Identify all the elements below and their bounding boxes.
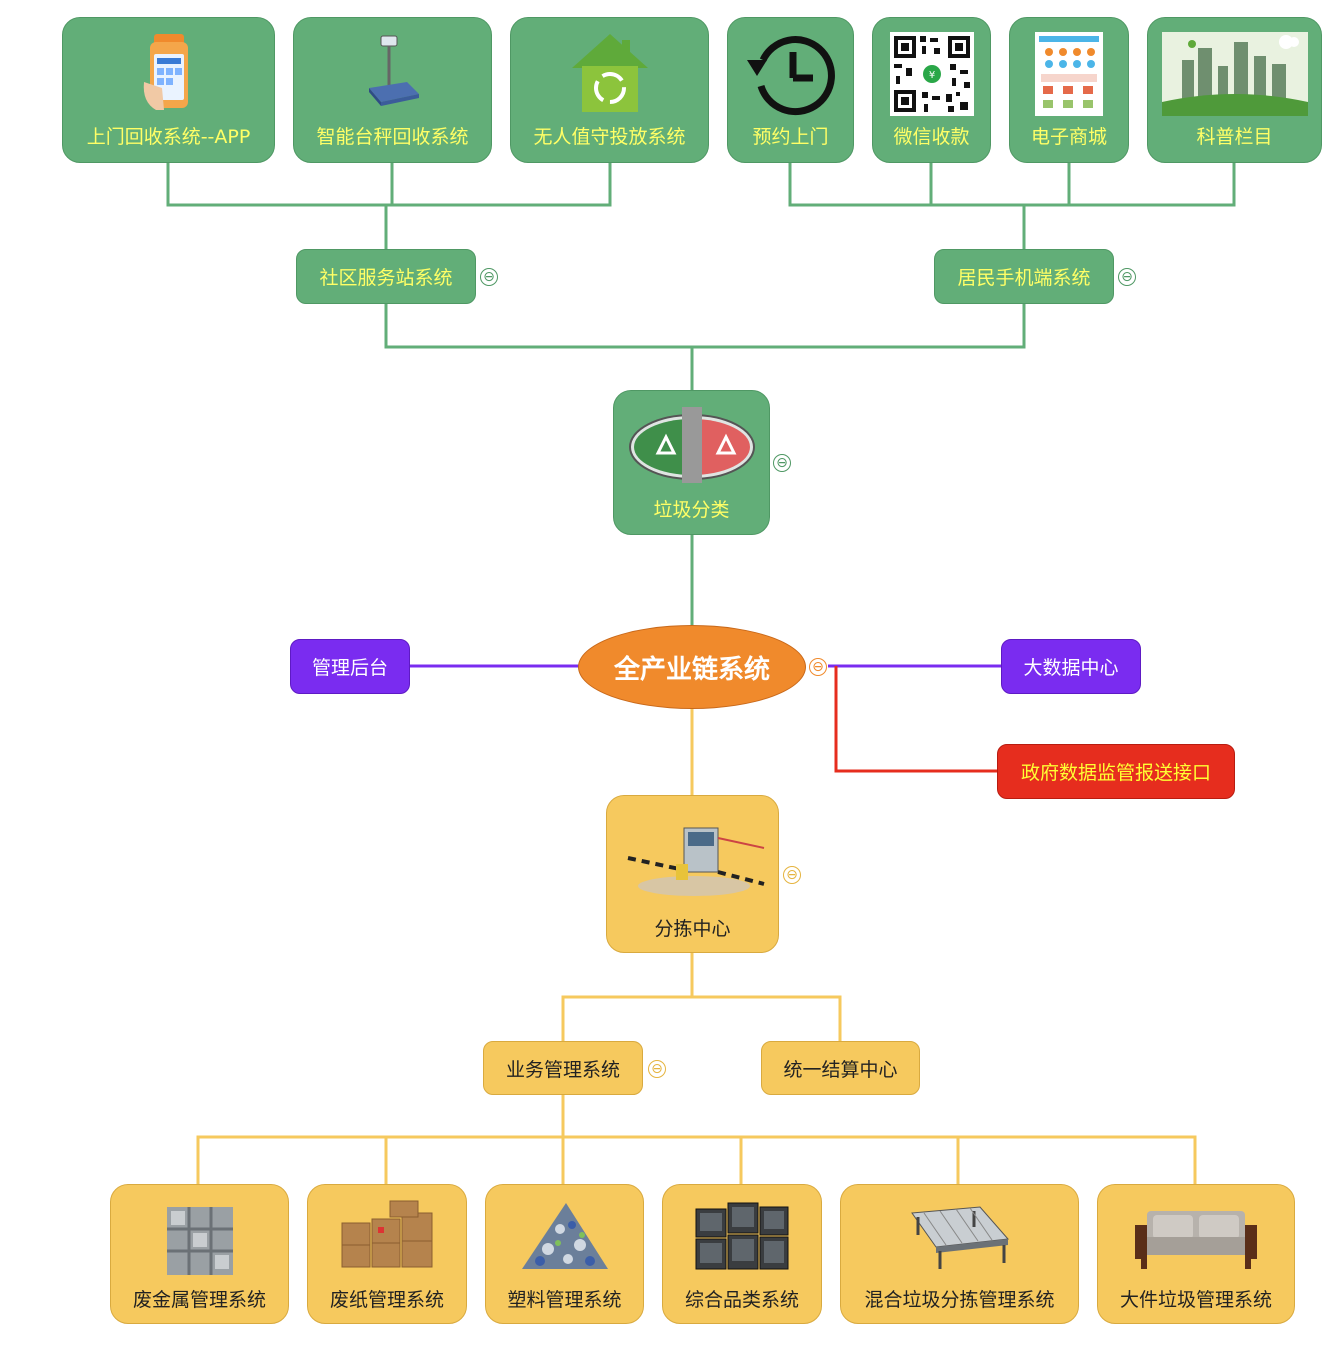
- top-app-node[interactable]: ¥ 微信收款: [872, 17, 991, 163]
- business-mgmt-node[interactable]: 业务管理系统: [483, 1041, 643, 1095]
- scale-icon: [368, 35, 419, 106]
- bottom-system-label: 废纸管理系统: [329, 1289, 444, 1311]
- collapse-toggle[interactable]: ⊖: [480, 268, 498, 286]
- green-connectors: [166, 163, 1236, 625]
- bigdata-label: 大数据中心: [1023, 657, 1119, 679]
- garbage-sort-label: 垃圾分类: [653, 499, 730, 521]
- recycle-house-icon: [571, 34, 648, 112]
- sorting-center-label: 分拣中心: [654, 918, 731, 940]
- clock-history-icon: [746, 36, 835, 116]
- bottom-system-node[interactable]: 废金属管理系统: [110, 1184, 289, 1324]
- svg-text:¥: ¥: [928, 70, 934, 81]
- yellow-connectors: [196, 708, 1197, 1184]
- sorting-gate-icon: [627, 827, 765, 896]
- central-system-node[interactable]: 全产业链系统: [578, 625, 806, 709]
- resident-mobile-label: 居民手机端系统: [957, 267, 1091, 289]
- top-app-label: 微信收款: [893, 126, 970, 148]
- collapse-toggle[interactable]: ⊖: [648, 1060, 666, 1078]
- top-app-node[interactable]: 电子商城: [1009, 17, 1129, 163]
- bottom-system-node[interactable]: 大件垃圾管理系统: [1097, 1184, 1295, 1324]
- bigdata-node[interactable]: 大数据中心: [1001, 639, 1141, 694]
- top-app-label: 上门回收系统--APP: [86, 126, 251, 148]
- bottom-system-node[interactable]: 综合品类系统: [662, 1184, 822, 1324]
- sofa-icon: [1135, 1211, 1257, 1269]
- top-app-label: 电子商城: [1030, 126, 1107, 148]
- community-station-label: 社区服务站系统: [319, 267, 453, 289]
- top-app-node[interactable]: 无人值守投放系统: [510, 17, 709, 163]
- top-app-label: 智能台秤回收系统: [316, 126, 469, 148]
- top-app-label: 预约上门: [752, 126, 829, 148]
- bottom-system-label: 废金属管理系统: [132, 1289, 266, 1311]
- bottom-system-node[interactable]: 废纸管理系统: [307, 1184, 467, 1324]
- sorting-center-node[interactable]: 分拣中心: [606, 795, 779, 953]
- top-app-label: 无人值守投放系统: [533, 126, 686, 148]
- mall-app-icon: [1035, 32, 1103, 116]
- top-app-node[interactable]: 上门回收系统--APP: [62, 17, 275, 163]
- conveyor-icon: [910, 1206, 1009, 1269]
- collapse-toggle[interactable]: ⊖: [773, 454, 791, 472]
- red-connector: [834, 666, 997, 773]
- business-mgmt-label: 业务管理系统: [505, 1058, 620, 1081]
- top-app-node[interactable]: 智能台秤回收系统: [293, 17, 492, 163]
- bottom-system-label: 大件垃圾管理系统: [1119, 1289, 1272, 1311]
- collapse-toggle[interactable]: ⊖: [809, 658, 827, 676]
- gov-interface-label: 政府数据监管报送接口: [1020, 762, 1211, 784]
- admin-node[interactable]: 管理后台: [290, 639, 410, 694]
- community-station-node[interactable]: 社区服务站系统: [296, 249, 476, 304]
- qr-code-icon: ¥: [889, 32, 974, 116]
- bottom-system-label: 混合垃圾分拣管理系统: [864, 1289, 1055, 1311]
- recycle-badge-icon: [628, 407, 755, 483]
- plastic-pile-icon: [521, 1203, 608, 1269]
- tv-stack-icon: [695, 1202, 789, 1270]
- green-city-icon: [1161, 32, 1308, 116]
- paper-bale-icon: [341, 1200, 433, 1268]
- top-app-node[interactable]: 科普栏目: [1147, 17, 1322, 163]
- admin-label: 管理后台: [311, 657, 388, 679]
- metal-bale-icon: [166, 1207, 233, 1275]
- top-app-node[interactable]: 预约上门: [727, 17, 854, 163]
- bottom-system-node[interactable]: 塑料管理系统: [485, 1184, 644, 1324]
- garbage-sort-node[interactable]: 垃圾分类: [613, 390, 770, 535]
- collapse-toggle[interactable]: ⊖: [783, 866, 801, 884]
- phone-pos-icon: [143, 34, 188, 110]
- central-system-label: 全产业链系统: [613, 654, 770, 685]
- settlement-node[interactable]: 统一结算中心: [761, 1041, 920, 1095]
- bottom-system-label: 综合品类系统: [684, 1289, 799, 1311]
- top-app-label: 科普栏目: [1196, 126, 1273, 148]
- settlement-label: 统一结算中心: [783, 1058, 898, 1081]
- gov-interface-node[interactable]: 政府数据监管报送接口: [997, 744, 1235, 799]
- resident-mobile-node[interactable]: 居民手机端系统: [934, 249, 1114, 304]
- collapse-toggle[interactable]: ⊖: [1118, 268, 1136, 286]
- bottom-system-label: 塑料管理系统: [507, 1289, 622, 1311]
- bottom-system-node[interactable]: 混合垃圾分拣管理系统: [840, 1184, 1079, 1324]
